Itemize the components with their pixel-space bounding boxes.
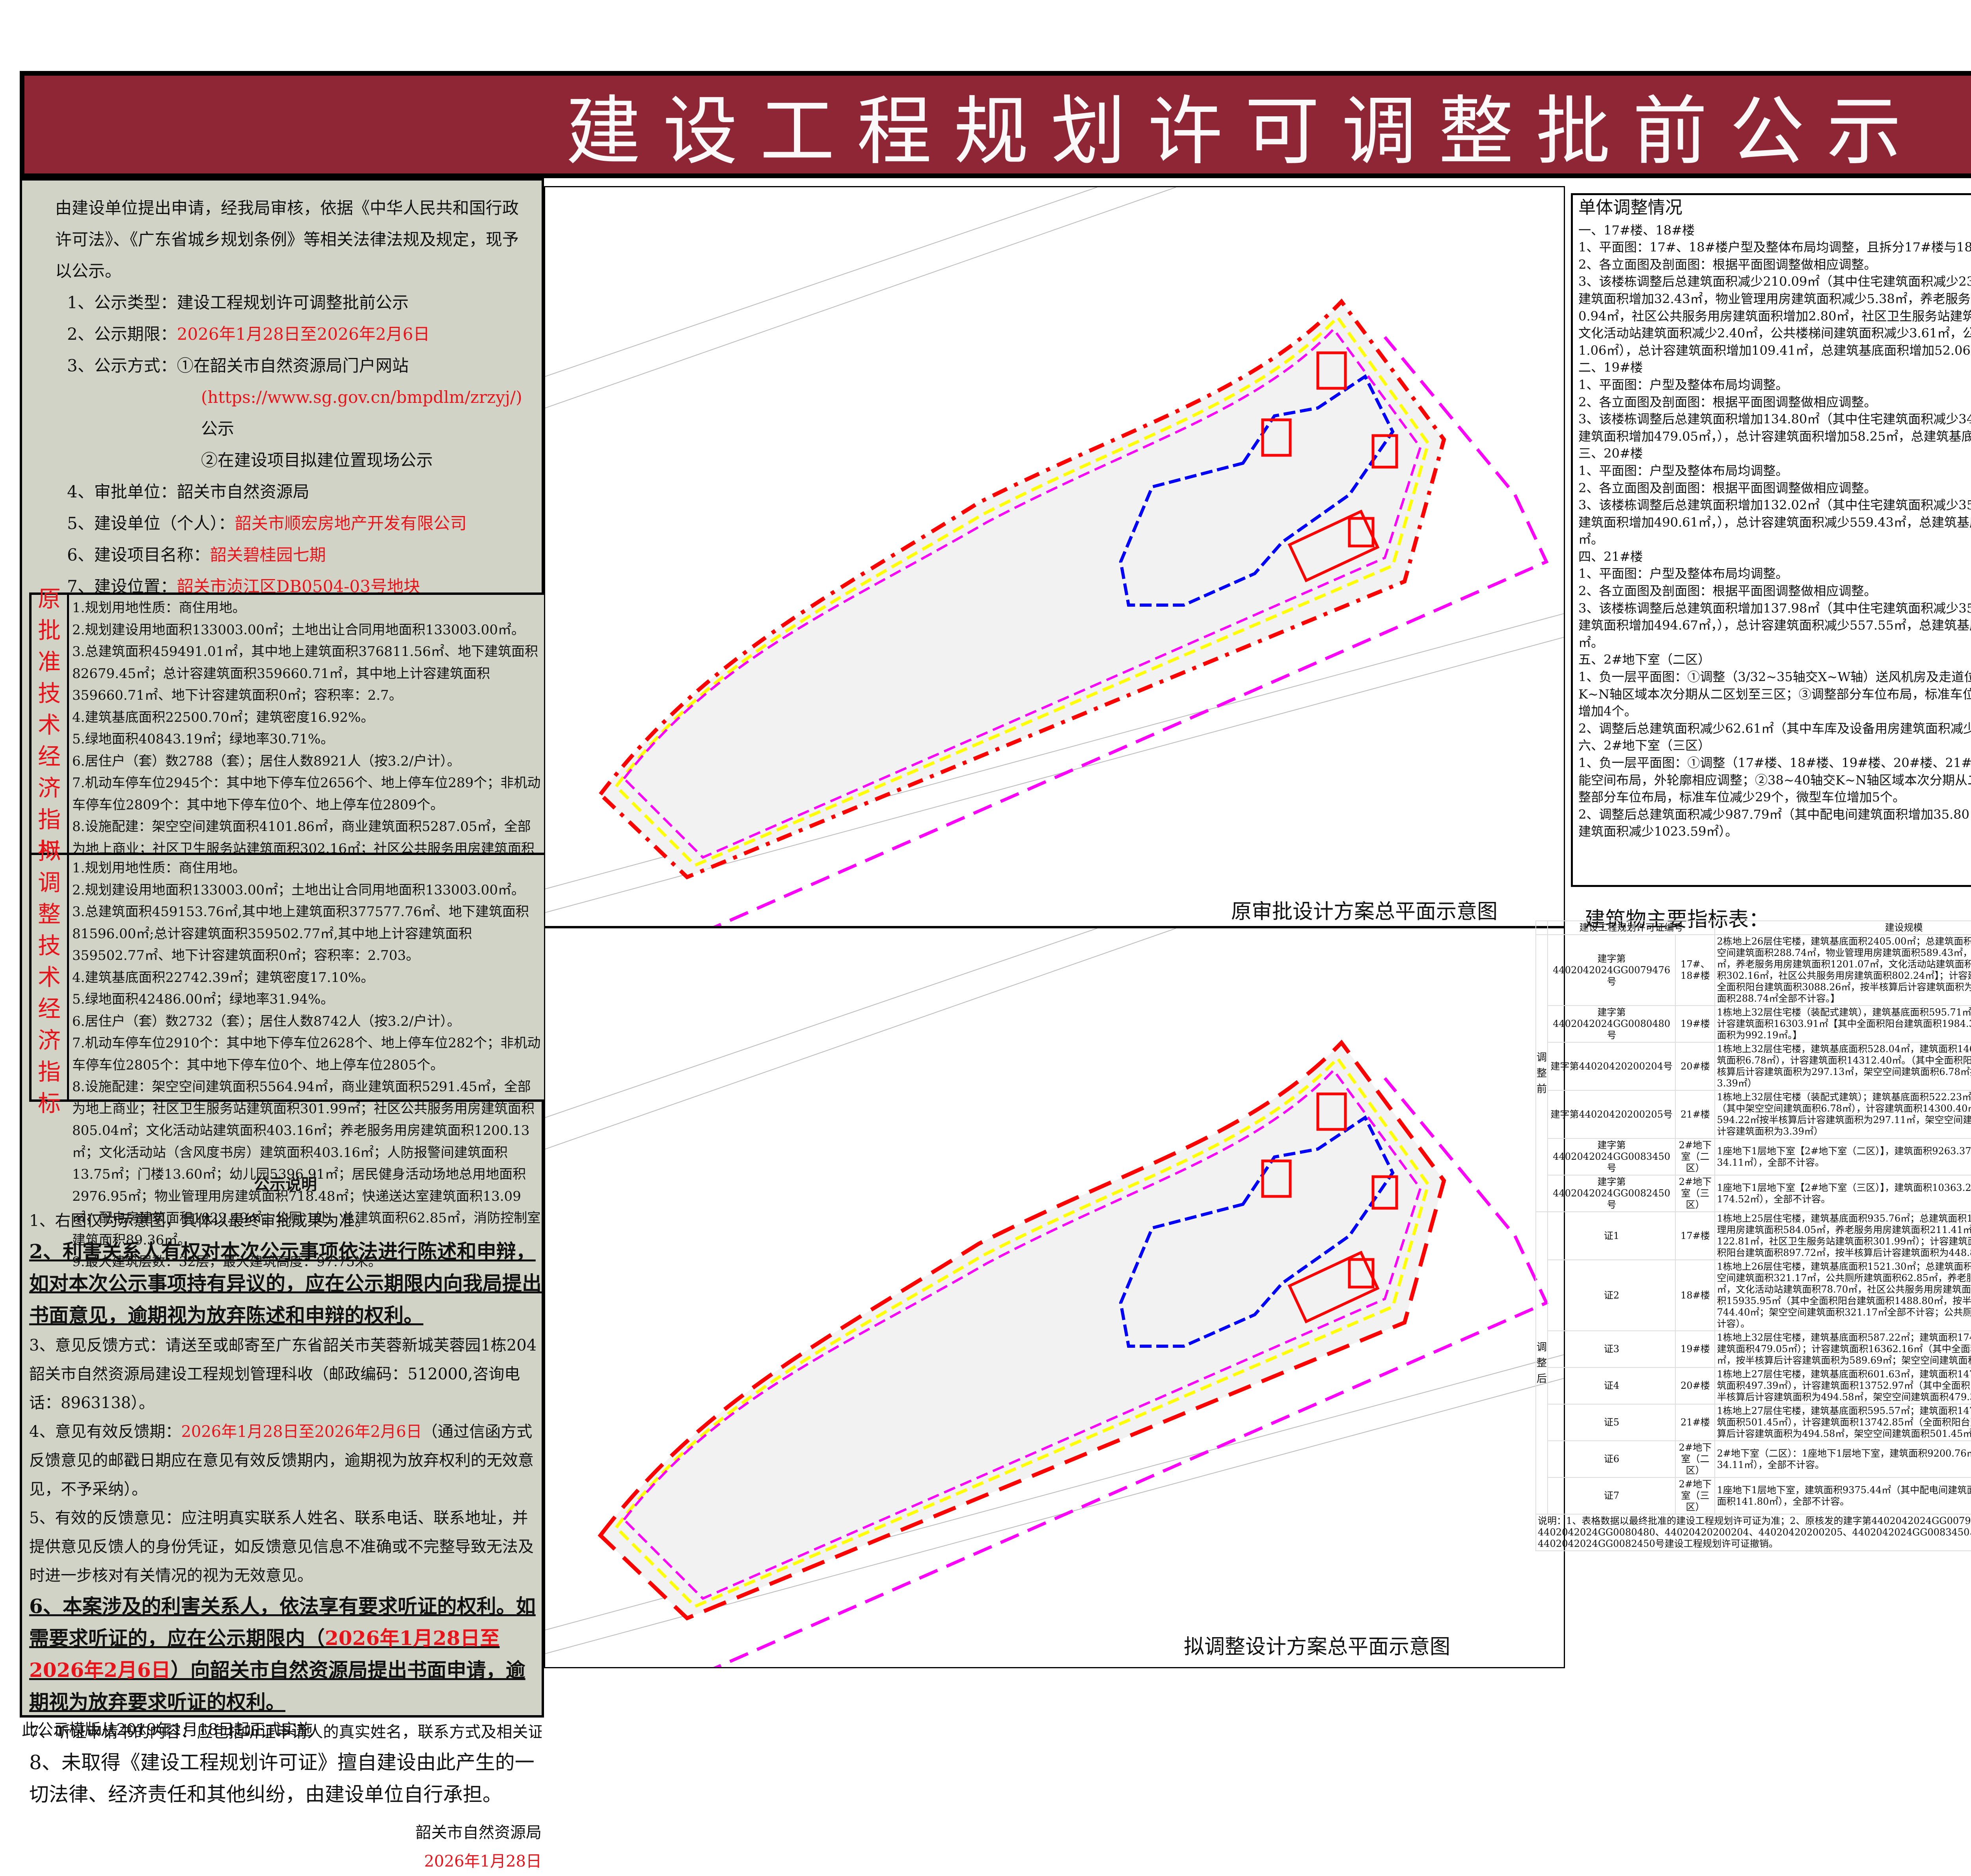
building-indicator-table: 建设工程规划许可证编号 建设规模 调整前建字第4402042024GG00794… — [1535, 920, 1971, 1551]
adjustment-line: 2、调整后总建筑面积减少987.79㎡（其中配电间建筑面积增加35.80㎡，车库… — [1578, 807, 1971, 839]
notice-4: 4、意见有效反馈期：2026年1月28日至2026年2月6日（通过信函方式反馈意… — [29, 1423, 534, 1498]
adjustment-line: 3、该楼栋调整后总建筑面积增加137.98㎡（其中住宅建筑面积减少356.69㎡… — [1578, 600, 1971, 650]
original-indicators-box: 原批准技术经济指标 1.规划用地性质：商住用地。 2.规划建设用地面积13300… — [29, 585, 548, 988]
proposed-indicators-box: 拟调整技术经济指标 1.规划用地性质：商住用地。 2.规划建设用地面积13300… — [29, 838, 548, 1270]
adjustment-line: 五、2#地下室（二区） — [1578, 652, 1711, 667]
sign-date: 2026年1月28日 — [424, 1852, 542, 1870]
original-plan-title: 原审批设计方案总平面示意图 — [1231, 895, 1498, 924]
table-row: 证218#楼1栋地上26层住宅楼，建筑基底面积1521.30㎡；总建筑面积170… — [1536, 1259, 1971, 1331]
table-footnote: 说明：1、表格数据以最终批准的建设工程规划许可证为准；2、原核发的建字第4402… — [1535, 1514, 1971, 1551]
adjustment-line: 2、调整后总建筑面积减少62.61㎡（其中车库及设备用房建筑面积减少62.61㎡… — [1578, 721, 1971, 736]
adjustment-line: 1、平面图：17#、18#楼户型及整体布局均调整，且拆分17#楼与18#楼分为两… — [1578, 240, 1971, 255]
notice-7: 7、听证申请书的内容：应包括听证申请人的真实姓名，联系方式及相关证明材 — [29, 1723, 542, 1741]
notice-8: 8、未取得《建设工程规划许可证》擅自建设由此产生的一切法律、经济责任和其他纠纷，… — [29, 1751, 535, 1806]
adjustment-line: 2、各立面图及剖面图：根据平面图调整做相应调整。 — [1578, 480, 1877, 496]
adjustment-line: 3、该楼栋调整后总建筑面积减少210.09㎡（其中住宅建筑面积减少231.76㎡… — [1578, 274, 1971, 358]
table-row: 证521#楼1栋地上27层住宅楼，建筑基底面积595.57㎡；建筑面积14738… — [1536, 1404, 1971, 1441]
adjustment-line: 2、各立面图及剖面图：根据平面图调整做相应调整。 — [1578, 257, 1877, 272]
notice-1: 1、右图仅为示意图，具体以最终审批成果为准。 — [29, 1212, 371, 1230]
adjustment-line: 二、19#楼 — [1578, 360, 1643, 375]
proposed-plan-title: 拟调整设计方案总平面示意图 — [1184, 1630, 1451, 1660]
intro-item-4: 4、审批单位：韶关市自然资源局 — [67, 482, 309, 501]
adjustment-line: 1、平面图：户型及整体布局均调整。 — [1578, 377, 1788, 392]
adjustment-line: 1、负一层平面图：①调整（17#楼、18#楼、19#楼、20#楼、21#楼）核心… — [1578, 755, 1971, 805]
adjustment-line: 1、平面图：户型及整体布局均调整。 — [1578, 566, 1788, 581]
intro-item-2: 2、公示期限：2026年1月28日至2026年2月6日 — [67, 324, 430, 344]
signer: 韶关市自然资源局 — [415, 1824, 542, 1842]
original-plan-drawing — [545, 187, 1564, 926]
left-info-panel: 由建设单位提出申请，经我局审核，依据《中华人民共和国行政许可法》、《广东省城乡规… — [20, 178, 548, 1870]
table-row: 证420#楼1栋地上27层住宅楼，建筑基底面积601.63㎡，建筑面积14744… — [1536, 1367, 1971, 1405]
notice-2: 2、利害关系人有权对本次公示事项依法进行陈述和申辩，如对本次公示事项持有异议的，… — [29, 1240, 542, 1327]
notice-section: 公示说明 1、右图仅为示意图，具体以最终审批成果为准。 2、利害关系人有权对本次… — [29, 1170, 542, 1876]
template-note: 此公示模版从2019年1月18日起正式实施 — [22, 1721, 313, 1739]
title-banner: 建设工程规划许可调整批前公示 — [20, 71, 1971, 178]
notice-5: 5、有效的反馈意见：应注明真实联系人姓名、联系电话、联系地址，并提供意见反馈人的… — [29, 1509, 534, 1585]
adjustment-line: 2、各立面图及剖面图：根据平面图调整做相应调整。 — [1578, 394, 1877, 410]
table-header-row: 建设工程规划许可证编号 建设规模 — [1535, 920, 1971, 935]
notice-6: 6、本案涉及的利害关系人，依法享有要求听证的权利。如需要求听证的，应在公示期限内… — [29, 1595, 536, 1714]
adjustment-line: 3、该楼栋调整后总建筑面积增加132.02㎡（其中住宅建筑面积减少358.59㎡… — [1578, 497, 1971, 547]
original-indicators-list: 1.规划用地性质：商住用地。 2.规划建设用地面积133003.00㎡；土地出让… — [72, 600, 541, 988]
adjustment-line: 三、20#楼 — [1578, 446, 1643, 461]
intro-item-6: 6、建设项目名称：韶关碧桂园七期 — [67, 545, 326, 564]
page-title: 建设工程规划许可调整批前公示 — [566, 88, 1924, 175]
intro-item-3: 3、公示方式：①在韶关市自然资源局门户网站 — [67, 356, 409, 375]
proposed-plan-drawing — [545, 928, 1564, 1667]
adjustments-title: 单体调整情况 — [1578, 197, 1682, 218]
intro-item-3-url: (https://www.sg.gov.cn/bmpdlm/zrzyj/)公示 — [201, 387, 522, 438]
intro-item-3b: ②在建设项目拟建位置现场公示 — [201, 451, 433, 470]
adjustment-line: 六、2#地下室（三区） — [1578, 738, 1711, 753]
adjustment-line: 1、负一层平面图：①调整（3/32~35轴交X~W轴）送风机房及走道位置；②38… — [1578, 669, 1971, 719]
adjustment-line: 2、各立面图及剖面图：根据平面图调整做相应调整。 — [1578, 583, 1877, 599]
notice-title: 公示说明 — [254, 1175, 317, 1194]
proposed-indicators-label: 拟调整技术经济指标 — [32, 838, 69, 1117]
proposed-indicators-list: 1.规划用地性质：商住用地。 2.规划建设用地面积133003.00㎡；土地出让… — [72, 860, 541, 1270]
notice-3: 3、意见反馈方式：请送至或邮寄至广东省韶关市芙蓉新城芙蓉园1栋204韶关市自然资… — [29, 1336, 537, 1412]
website-link[interactable]: (https://www.sg.gov.cn/bmpdlm/zrzyj/) — [201, 387, 522, 407]
intro-item-5: 5、建设单位（个人）：韶关市顺宏房地产开发有限公司 — [67, 514, 467, 533]
adjustment-line: 3、该楼栋调整后总建筑面积增加134.80㎡（其中住宅建筑面积减少344.25㎡… — [1578, 412, 1971, 444]
adjustment-line: 一、17#楼、18#楼 — [1578, 222, 1695, 238]
proposed-site-plan: 拟调整设计方案总平面示意图 — [544, 927, 1565, 1668]
adjustment-line: 四、21#楼 — [1578, 549, 1643, 564]
intro-item-1: 1、公示类型：建设工程规划许可调整批前公示 — [67, 293, 409, 312]
adjustment-line: 1、平面图：户型及整体布局均调整。 — [1578, 463, 1788, 478]
intro-lead: 由建设单位提出申请，经我局审核，依据《中华人民共和国行政许可法》、《广东省城乡规… — [55, 198, 519, 281]
original-site-plan: 原审批设计方案总平面示意图 — [544, 186, 1565, 927]
original-indicators-label: 原批准技术经济指标 — [32, 585, 69, 864]
adjustments-panel: 单体调整情况 一、17#楼、18#楼 1、平面图：17#、18#楼户型及整体布局均… — [1571, 193, 1971, 887]
